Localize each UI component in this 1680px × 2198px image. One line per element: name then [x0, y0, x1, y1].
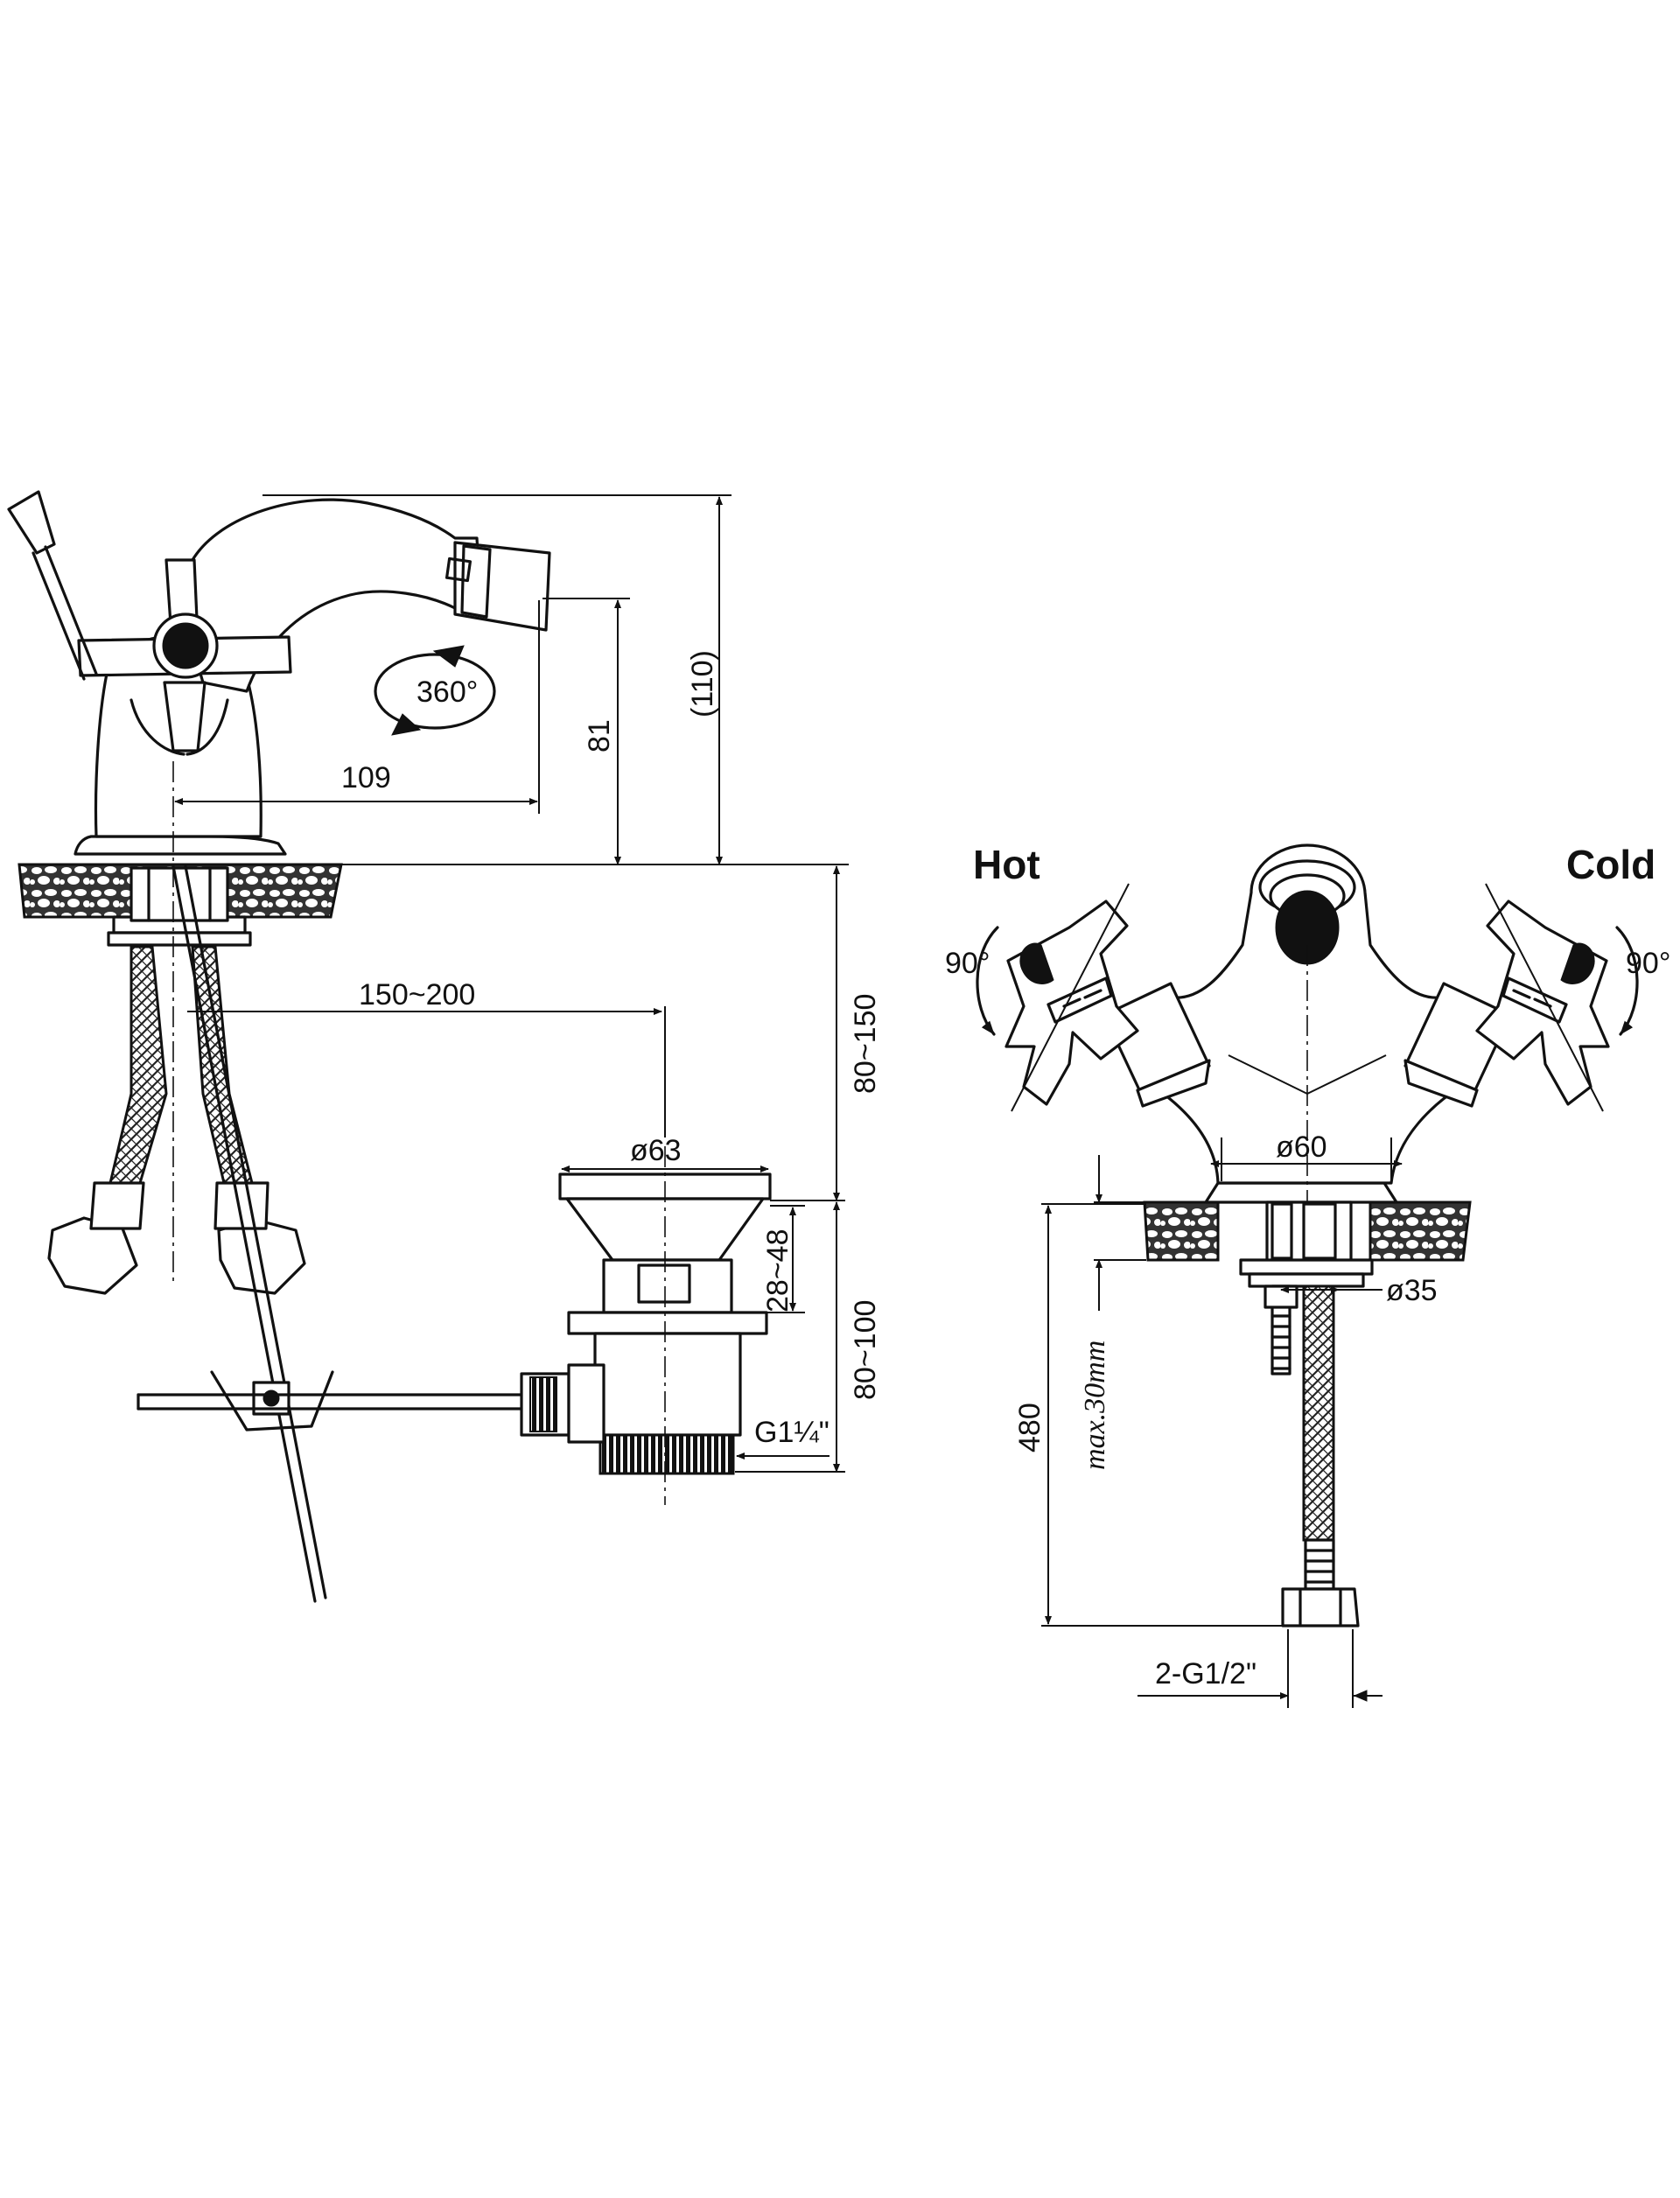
dimension-150-200: 150~200: [187, 978, 666, 1138]
mount-shank-front: [1239, 1200, 1374, 1376]
dimension-80-150: 80~150: [770, 865, 882, 1201]
dimension-109: 109: [174, 600, 540, 814]
dim-below-counter-upper: 80~150: [849, 994, 882, 1094]
hot-rotation-label: 90°: [945, 947, 990, 980]
waste-drain: [520, 1172, 772, 1475]
dimension-110: (110): [262, 494, 732, 865]
supply-hose-front: [1281, 1284, 1360, 1628]
supply-hoses: [47, 945, 306, 1295]
side-view: 360° 109 81 (110) 150~200: [7, 490, 882, 1603]
cold-rotation-label: 90°: [1626, 947, 1670, 980]
counter-slab-front: [1143, 1200, 1472, 1262]
hot-label: Hot: [973, 842, 1040, 887]
cross-handle: [77, 558, 292, 756]
cold-rotation-indicator: 90°: [1615, 926, 1670, 1036]
dimension-max-30mm: max.30mm: [1079, 1155, 1146, 1470]
dimension-60: ø60: [1210, 1130, 1403, 1181]
dim-max-thickness: max.30mm: [1079, 1340, 1111, 1470]
dim-waste-offset: 150~200: [359, 978, 475, 1012]
dim-hose-length: 480: [1013, 1403, 1046, 1452]
cold-label: Cold: [1566, 842, 1656, 887]
rotation-label: 360°: [416, 676, 478, 709]
dimension-80-100: 80~100: [735, 1201, 882, 1473]
dimension-63: ø63: [561, 1134, 769, 1172]
cold-valve: [1404, 883, 1610, 1112]
dim-waste-diameter: ø63: [630, 1134, 682, 1167]
popup-lever: [7, 490, 98, 681]
dim-spout-height: 81: [583, 719, 616, 752]
dimension-35: ø35: [1280, 1274, 1438, 1307]
dim-below-counter-lower: 80~100: [849, 1300, 882, 1400]
dimension-480: 480: [1013, 1203, 1283, 1627]
dimension-81: 81: [542, 598, 630, 865]
front-view: 90° 90° Hot Cold ø60: [945, 842, 1670, 1708]
dim-waste-range: 28~48: [761, 1229, 794, 1313]
rotation-indicator: 360°: [374, 645, 496, 736]
hot-valve: [1004, 883, 1211, 1112]
dim-hole-diameter: ø35: [1386, 1274, 1438, 1307]
dim-base-diameter: ø60: [1276, 1130, 1327, 1164]
hot-rotation-indicator: 90°: [945, 926, 999, 1036]
thread-waste-label: G1¼": [736, 1416, 830, 1460]
dimension-inlet-thread: 2-G1/2": [1138, 1629, 1382, 1708]
dim-total-height: (110): [686, 650, 719, 718]
thread-inlet: 2-G1/2": [1155, 1657, 1256, 1690]
faucet-body-front: [1136, 844, 1479, 1339]
dim-spout-reach: 109: [341, 761, 391, 794]
thread-waste: G1¼": [754, 1416, 830, 1449]
dimension-28-48: 28~48: [761, 1205, 805, 1313]
popup-rod: [136, 864, 527, 1603]
